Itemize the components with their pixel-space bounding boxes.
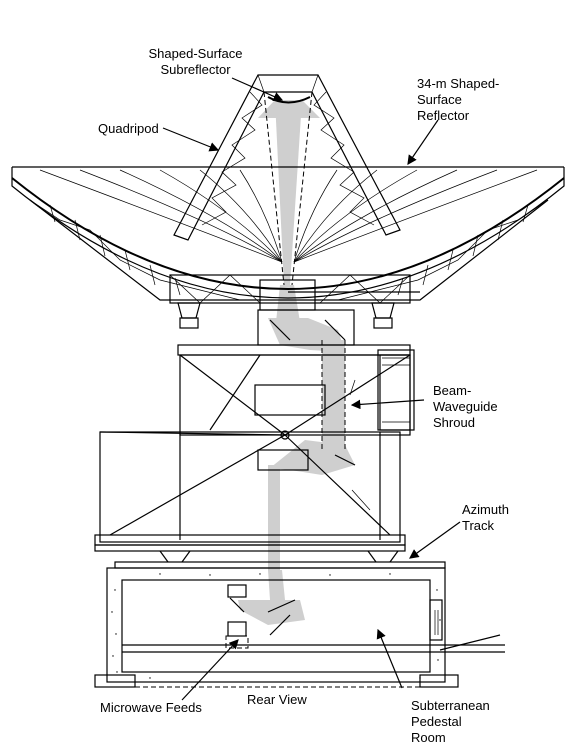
subreflector [267, 96, 311, 104]
quadripod-label: Quadripod [98, 121, 159, 136]
reflector-label: 34-m Shaped- Surface Reflector [417, 76, 500, 123]
leader-arrows [162, 77, 461, 701]
subreflector-label: Shaped-Surface Subreflector [148, 46, 243, 77]
pedestal-room-label: Subterranean Pedestal Room [411, 698, 490, 745]
elevation-bearings [177, 302, 395, 329]
alidade-structure [99, 309, 411, 543]
quadripod [173, 74, 401, 286]
microwave-feeds [225, 584, 296, 649]
bwg-shroud [321, 340, 415, 450]
rear-view-label: Rear View [247, 692, 307, 707]
main-reflector [11, 166, 565, 311]
microwave-feeds-label: Microwave Feeds [100, 700, 202, 715]
beam-path [238, 100, 355, 625]
shroud-label: Beam- Waveguide Shroud [433, 383, 498, 430]
azimuth-track-label: Azimuth Track [462, 502, 509, 533]
pedestal-room [94, 567, 505, 688]
